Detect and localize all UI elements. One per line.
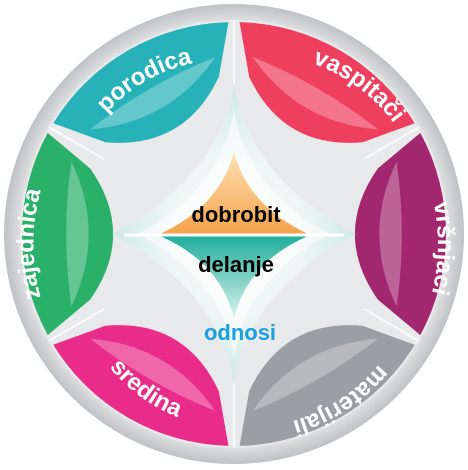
segment-zajednica [22,132,114,336]
segment-fold-sredina [89,338,216,412]
delanje-region [160,236,308,318]
odnosi-label: odnosi [204,320,276,345]
segment-separator [363,308,420,342]
segment-fold-vaspitaci [252,56,379,130]
segment-materijali [239,325,415,446]
segment-separator [363,126,420,160]
segment-fold-materijali [252,338,379,412]
segment-vrsnjaci [354,132,447,336]
segment-fold-porodica [89,56,216,130]
segment-sredina [53,325,229,446]
dobrobit-label: dobrobit [191,202,281,227]
segment-separator [48,308,105,342]
segment-vaspitaci [239,22,415,143]
dobrobit-region [160,152,308,234]
segment-separator [48,126,105,160]
segment-fold-zajednica [66,161,89,307]
delanje-label: delanje [198,252,274,277]
segment-porodica [53,22,229,143]
segment-fold-vrsnjaci [379,161,402,307]
